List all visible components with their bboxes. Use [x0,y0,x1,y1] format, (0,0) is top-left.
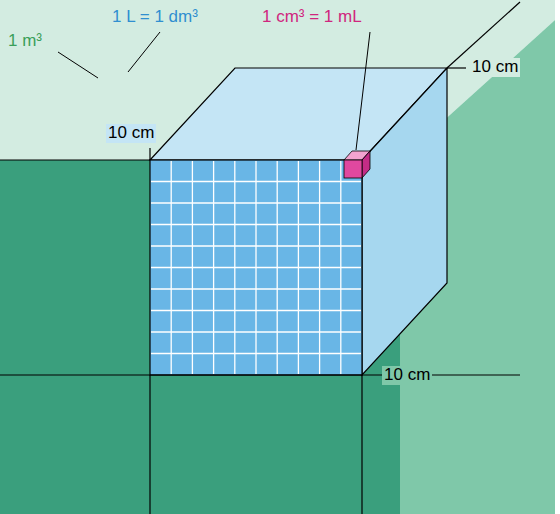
cm-cube-side [362,151,370,178]
millilitre-label: 1 cm³ = 1 mL [262,8,362,27]
grid-line [151,310,361,311]
big-cube-front [0,160,400,514]
dimension-label: 10 cm [106,124,156,143]
leader-line [128,32,160,72]
grid-line [151,331,361,332]
leader-line [356,32,370,150]
cm-cube-front [344,160,362,178]
edge-line [447,283,555,284]
litre-cube-front [150,160,362,375]
edge-line [0,374,520,375]
leader-line [58,52,98,78]
dimension-label: 10 cm [470,58,520,77]
cubic-metre-label: 1 m³ [8,32,42,51]
litre-cube-side [362,68,447,375]
grid-line [151,288,361,289]
grid-line [319,161,320,374]
tick-line [149,148,150,160]
grid-line [151,267,361,268]
dimension-label: 10 cm [382,366,432,385]
grid-line [340,161,341,374]
tick-line [447,67,466,68]
edge-line [361,375,362,514]
litre-label: 1 L = 1 dm³ [112,8,198,27]
grid-line [277,161,278,374]
edge-line [0,159,150,160]
centimetre-grid [151,161,361,374]
grid-line [298,161,299,374]
grid-line [151,353,361,354]
edge-line [149,375,150,514]
